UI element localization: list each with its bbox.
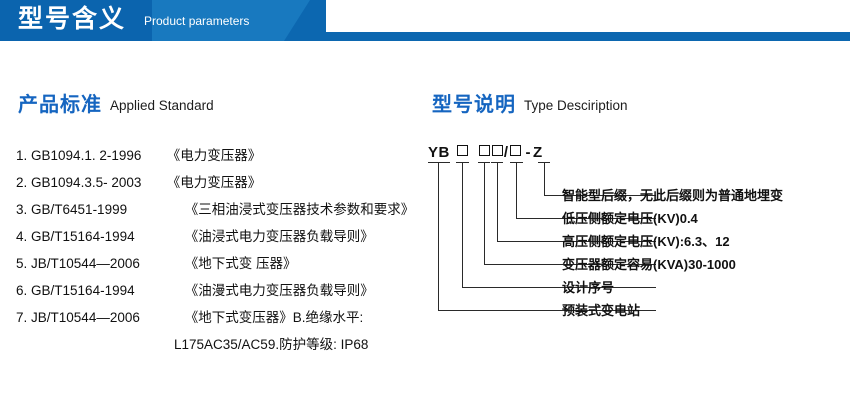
standard-title: 《地下式变 压器》: [184, 256, 297, 271]
list-item: 5. JB/T10544—2006 《地下式变 压器》: [16, 252, 416, 279]
leader-vertical-rated-capacity: [484, 162, 485, 264]
leader-horizontal-lv-voltage: [516, 218, 656, 219]
list-item: 4. GB/T15164-1994 《油浸式电力变压器负载导则》: [16, 225, 416, 252]
standard-index: 5.: [16, 256, 28, 271]
standard-code: GB/T6451-1999: [31, 202, 128, 217]
section-heading-en: Applied Standard: [110, 98, 214, 113]
standard-index: 7.: [16, 310, 28, 325]
code-underline-yb: [428, 162, 450, 163]
standard-continuation-line: L175AC35/AC59.防护等级: IP68: [174, 337, 369, 352]
list-item: 6. GB/T15164-1994 《油漫式电力变压器负载导则》: [16, 279, 416, 306]
leader-horizontal-substation: [438, 310, 656, 311]
standard-code: GB1094.1. 2-1996: [31, 148, 142, 163]
type-code-string: YB /-Z: [428, 144, 543, 161]
callout-label-hv-voltage: 高压侧额定电压(KV):6.3、12: [562, 234, 730, 249]
list-item: 7. JB/T10544—2006 《地下式变压器》B.绝缘水平:: [16, 306, 416, 333]
page-banner: 型号含义 Product parameters: [0, 0, 850, 46]
standards-list: 1. GB1094.1. 2-1996 《电力变压器》 2. GB1094.3.…: [16, 144, 416, 360]
standard-title: 《电力变压器》: [166, 175, 262, 190]
leader-vertical-lv-voltage: [516, 162, 517, 218]
leader-horizontal-rated-capacity: [484, 264, 656, 265]
code-dash: -: [525, 144, 532, 161]
list-item: 2. GB1094.3.5- 2003 《电力变压器》: [16, 171, 416, 198]
standard-title: 《地下式变压器》B.绝缘水平:: [184, 310, 364, 325]
section-heading-cn: 型号说明: [432, 94, 516, 116]
standard-title: 《油漫式电力变压器负载导则》: [184, 283, 374, 298]
standard-index: 4.: [16, 229, 28, 244]
banner-title: 型号含义: [18, 5, 127, 33]
leader-horizontal-hv-voltage: [497, 241, 656, 242]
standard-code: GB/T15164-1994: [31, 283, 135, 298]
standard-code: JB/T10544—2006: [31, 310, 140, 325]
banner-strip: [0, 32, 850, 41]
callout-label-lv-voltage: 低压侧额定电压(KV)0.4: [562, 211, 698, 226]
code-placeholder-box: [509, 145, 521, 156]
type-code-prefix: YB: [428, 144, 450, 161]
section-heading-en: Type Desciription: [524, 98, 628, 113]
list-item: 1. GB1094.1. 2-1996 《电力变压器》: [16, 144, 416, 171]
standard-code: GB/T15164-1994: [31, 229, 135, 244]
standard-index: 2.: [16, 175, 28, 190]
callout-label-substation: 预装式变电站: [562, 303, 641, 318]
leader-vertical-hv-voltage: [497, 162, 498, 241]
code-placeholder-box: [456, 145, 468, 156]
code-placeholder-box: [478, 145, 490, 156]
code-slash: /: [503, 144, 509, 161]
list-item: 3. GB/T6451-1999 《三相油浸式变压器技术参数和要求》: [16, 198, 416, 225]
section-heading-cn: 产品标准: [18, 94, 102, 116]
leader-vertical-design-serial: [462, 162, 463, 287]
section-heading-type-description: 型号说明 Type Desciription: [432, 88, 628, 117]
leader-horizontal-design-serial: [462, 287, 656, 288]
standard-title: 《油浸式电力变压器负载导则》: [184, 229, 374, 244]
leader-vertical-smart-suffix: [544, 162, 545, 195]
leader-vertical-substation: [438, 162, 439, 310]
standard-index: 6.: [16, 283, 28, 298]
type-code-diagram: YB /-Z 智能型后缀，无此后缀则为普通地埋变 低压侧额定电压(KV)0.4 高…: [420, 140, 850, 350]
section-heading-applied-standard: 产品标准 Applied Standard: [18, 88, 214, 117]
standard-index: 3.: [16, 202, 28, 217]
standard-code: GB1094.3.5- 2003: [31, 175, 142, 190]
callout-label-rated-capacity: 变压器额定容易(KVA)30-1000: [562, 257, 736, 272]
banner-main-block: [0, 0, 152, 41]
leader-horizontal-smart-suffix: [544, 195, 656, 196]
standard-code: JB/T10544—2006: [31, 256, 140, 271]
callout-label-design-serial: 设计序号: [562, 280, 615, 295]
code-placeholder-box: [491, 145, 503, 156]
standard-title: 《三相油浸式变压器技术参数和要求》: [184, 202, 415, 217]
callout-label-smart-suffix: 智能型后缀，无此后缀则为普通地埋变: [562, 188, 784, 203]
banner-subtitle: Product parameters: [144, 14, 250, 28]
standard-index: 1.: [16, 148, 28, 163]
code-suffix-z: Z: [533, 144, 543, 161]
standard-title: 《电力变压器》: [166, 148, 262, 163]
